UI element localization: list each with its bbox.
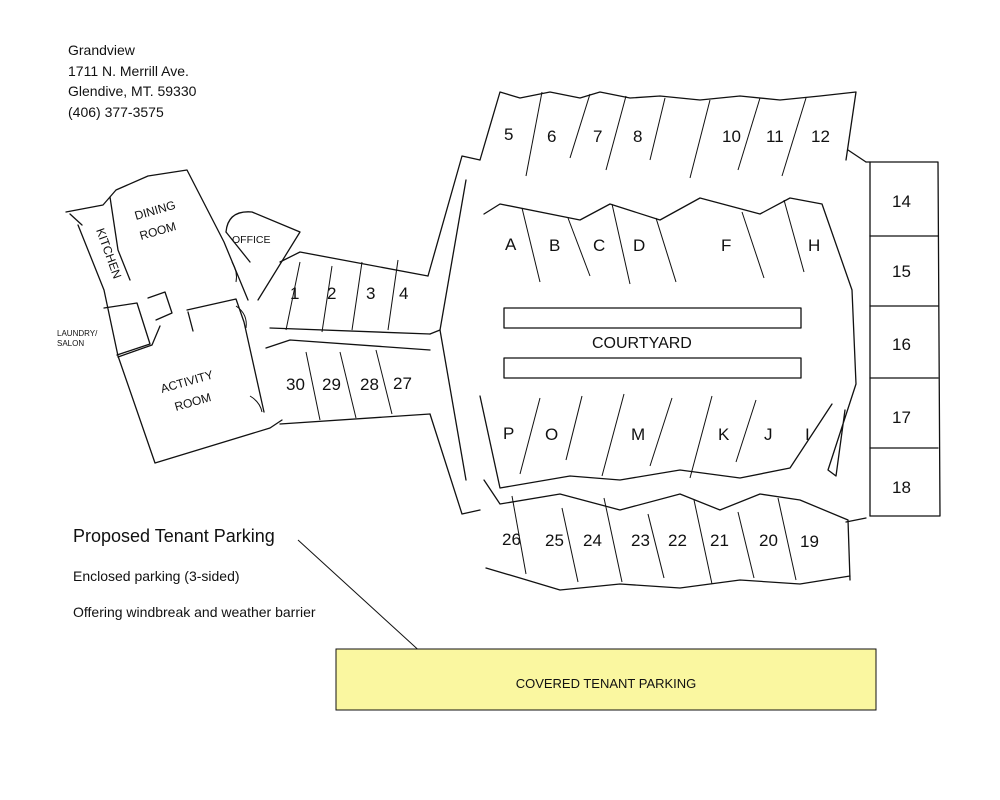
unit-label: D bbox=[633, 236, 645, 255]
room-label-salon: SALON bbox=[57, 339, 84, 348]
facility-address: Grandview 1711 N. Merrill Ave. Glendive,… bbox=[68, 40, 196, 122]
facility-street: 1711 N. Merrill Ave. bbox=[68, 62, 189, 79]
room-label-office: OFFICE bbox=[232, 234, 271, 246]
proposal-line-windbreak: Offering windbreak and weather barrier bbox=[73, 604, 316, 620]
east-wing bbox=[865, 161, 941, 517]
proposal-line-enclosed: Enclosed parking (3-sided) bbox=[73, 568, 240, 584]
unit-label: J bbox=[764, 425, 773, 444]
unit-label: 23 bbox=[631, 531, 650, 550]
unit-label: 19 bbox=[800, 532, 819, 551]
unit-label: 25 bbox=[545, 531, 564, 550]
unit-label: F bbox=[721, 236, 731, 255]
courtyard-planter-south bbox=[503, 357, 802, 379]
unit-label: I bbox=[805, 425, 810, 444]
unit-label: 16 bbox=[892, 335, 911, 354]
main-building bbox=[479, 91, 867, 591]
courtyard bbox=[503, 307, 802, 379]
unit-label: 22 bbox=[668, 531, 687, 550]
unit-label: 4 bbox=[399, 284, 408, 303]
unit-label: 2 bbox=[327, 284, 336, 303]
unit-label: 14 bbox=[892, 192, 911, 211]
facility-name: Grandview bbox=[68, 42, 135, 58]
unit-label: 30 bbox=[286, 375, 305, 394]
courtyard-label: COURTYARD bbox=[592, 335, 692, 352]
unit-label: 20 bbox=[759, 531, 778, 550]
unit-label: P bbox=[503, 424, 514, 443]
unit-label: 18 bbox=[892, 478, 911, 497]
courtyard-planter-north bbox=[503, 307, 802, 329]
unit-partitions bbox=[285, 91, 807, 585]
unit-label: 11 bbox=[766, 127, 784, 146]
room-label-activity-2: ROOM bbox=[173, 390, 213, 414]
unit-label: 6 bbox=[547, 127, 556, 146]
west-wing bbox=[65, 169, 301, 464]
unit-label: 7 bbox=[593, 127, 602, 146]
unit-labels: 5 6 7 8 10 11 12 A B C D F H P O M K J I… bbox=[286, 125, 911, 551]
covered-parking-area bbox=[335, 648, 877, 711]
proposal-title: Proposed Tenant Parking bbox=[73, 526, 275, 546]
unit-label: 10 bbox=[722, 127, 741, 146]
unit-label: 27 bbox=[393, 374, 412, 393]
unit-label: 15 bbox=[892, 262, 911, 281]
west-corridor bbox=[265, 155, 481, 515]
room-label-dining-2: ROOM bbox=[138, 219, 178, 243]
unit-label: 24 bbox=[583, 531, 602, 550]
unit-label: A bbox=[505, 235, 517, 254]
unit-label: 8 bbox=[633, 127, 642, 146]
unit-label: 17 bbox=[892, 408, 911, 427]
unit-label: C bbox=[593, 236, 605, 255]
unit-label: 21 bbox=[710, 531, 729, 550]
proposal-leader-line bbox=[297, 539, 437, 667]
unit-label: K bbox=[718, 425, 730, 444]
unit-label: 3 bbox=[366, 284, 375, 303]
facility-city: Glendive, MT. 59330 bbox=[68, 83, 197, 99]
facility-phone: (406) 377-3575 bbox=[68, 103, 164, 120]
covered-parking-label: COVERED TENANT PARKING bbox=[516, 676, 697, 691]
unit-label: B bbox=[549, 236, 560, 255]
unit-label: 26 bbox=[502, 530, 521, 549]
unit-label: H bbox=[808, 236, 820, 255]
unit-label: 28 bbox=[360, 375, 379, 394]
unit-label: 12 bbox=[811, 127, 830, 146]
unit-label: O bbox=[545, 425, 558, 444]
unit-label: 5 bbox=[504, 125, 513, 144]
room-label-laundry: LAUNDRY/ bbox=[57, 329, 98, 338]
unit-label: 29 bbox=[322, 375, 341, 394]
unit-label: M bbox=[631, 425, 645, 444]
unit-label: 1 bbox=[290, 284, 299, 303]
